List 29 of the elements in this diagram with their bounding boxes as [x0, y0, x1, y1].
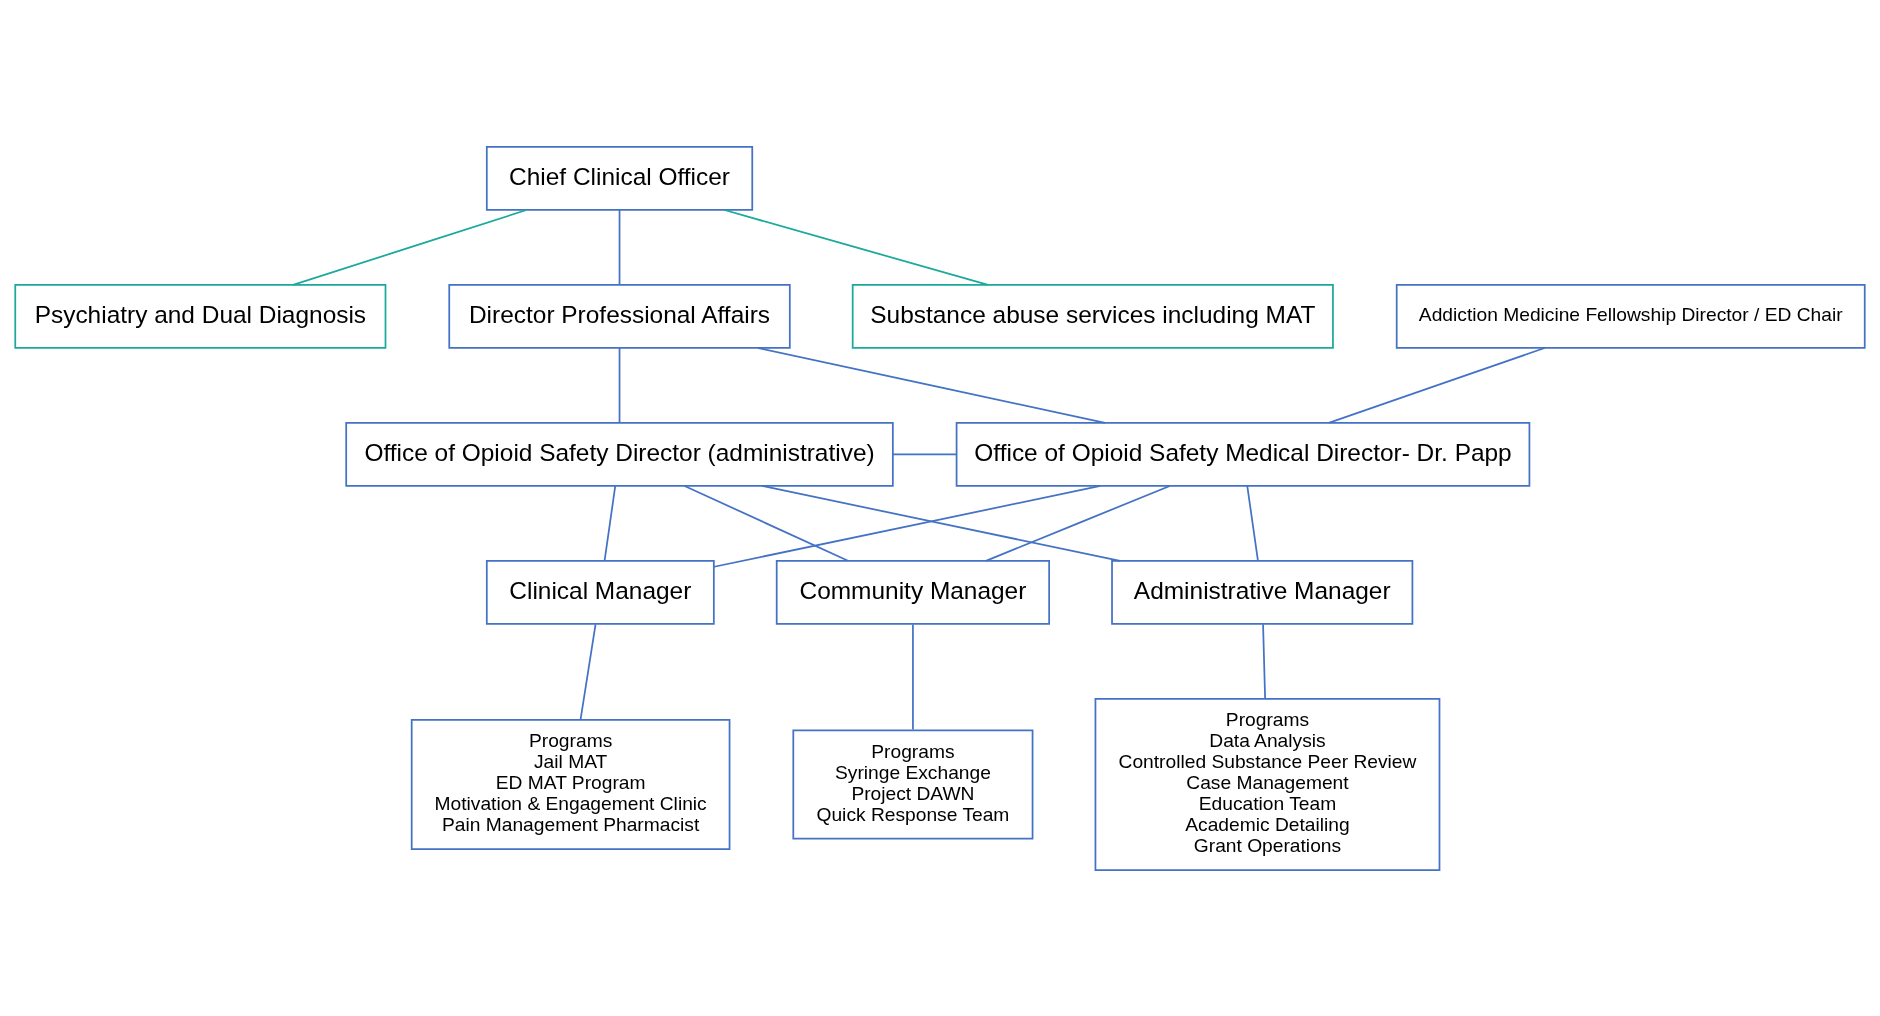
node-box: Programs Syringe Exchange Project DAWN Quick Response Team	[792, 728, 1034, 839]
node-box: Programs Data Analysis Controlled Substance Peer Review Case Management Education Team Academic Detailing Grant Operations	[1094, 697, 1441, 871]
connector	[618, 346, 621, 424]
node-box: Substance abuse services including MAT	[851, 283, 1334, 349]
connector	[912, 623, 914, 730]
connector	[892, 453, 958, 455]
node-box: Chief Clinical Officer	[485, 145, 754, 211]
connector	[713, 484, 1102, 568]
node-box: Community Manager	[775, 559, 1051, 625]
node-box: Programs Jail MAT ED MAT Program Motivation & Engagement Clinic Pain Management Pharmacist	[410, 718, 731, 850]
connector	[618, 208, 621, 286]
connector	[292, 208, 528, 286]
connector	[1327, 346, 1546, 424]
connector	[985, 484, 1171, 562]
connector	[1246, 484, 1259, 562]
node-box: Clinical Manager	[485, 559, 715, 625]
node-box: Psychiatry and Dual Diagnosis	[14, 283, 387, 349]
node-box: Director Professional Affairs	[448, 283, 791, 349]
node-box: Office of Opioid Safety Medical Director- Dr. Papp	[955, 421, 1531, 487]
node-box: Administrative Manager	[1111, 559, 1414, 625]
connector	[757, 346, 1106, 424]
connector	[761, 484, 1121, 562]
connector	[603, 484, 617, 562]
connector	[1262, 623, 1266, 700]
node-box: Addiction Medicine Fellowship Director / ED Chair	[1395, 283, 1866, 349]
node-box: Office of Opioid Safety Director (administrative)	[345, 421, 894, 487]
connector	[723, 208, 989, 286]
connector	[683, 484, 849, 562]
connector	[579, 623, 597, 721]
